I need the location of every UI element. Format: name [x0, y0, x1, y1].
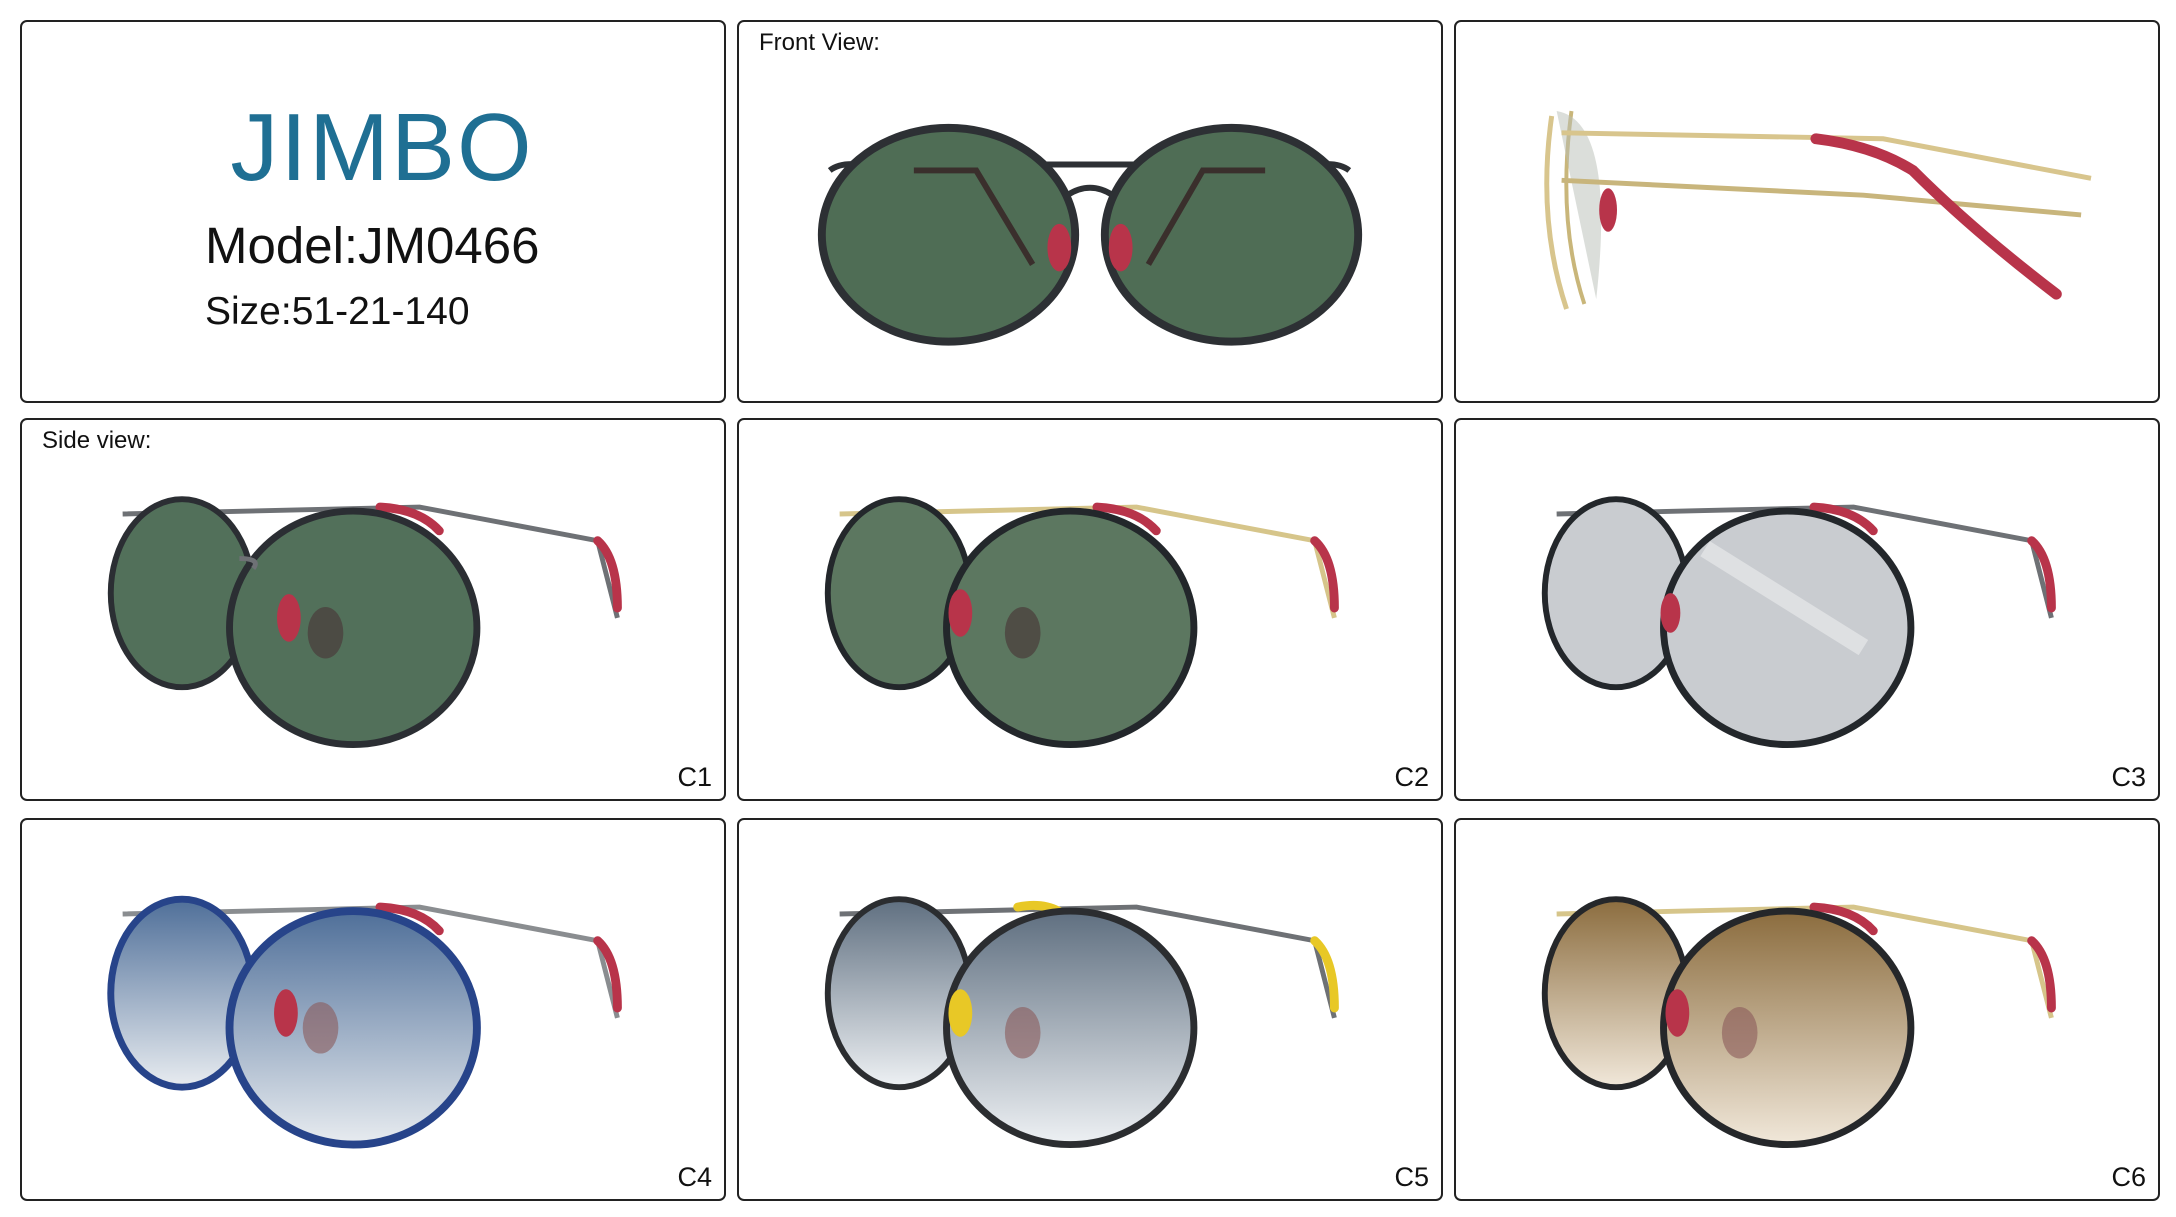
variant-panel-c1: Side view: C1	[20, 418, 726, 801]
model-number: Model:JM0466	[205, 217, 540, 274]
sunglasses-image-c3	[1541, 496, 2056, 749]
info-panel: JIMBO Model:JM0466 Size:51-21-140	[20, 20, 726, 403]
sunglasses-image-c1	[107, 496, 622, 749]
sunglasses-image-c6	[1541, 896, 2056, 1149]
color-code-c3: C3	[2111, 762, 2146, 792]
sunglasses-image-c2	[824, 496, 1339, 749]
side-profile-sunglasses-image	[1544, 110, 2092, 310]
side-profile-panel	[1454, 20, 2160, 403]
frame-size: Size:51-21-140	[205, 290, 470, 333]
color-code-c1: C1	[677, 762, 712, 792]
variant-panel-c6: C6	[1454, 818, 2160, 1201]
variant-panel-c3: C3	[1454, 418, 2160, 801]
color-code-c2: C2	[1394, 762, 1429, 792]
brand-logo-text: JIMBO	[232, 94, 532, 201]
front-view-label: Front View:	[759, 29, 880, 56]
side-view-label: Side view:	[42, 427, 152, 454]
color-code-c5: C5	[1394, 1162, 1429, 1192]
variant-panel-c2: C2	[737, 418, 1443, 801]
sunglasses-image-c4	[107, 895, 622, 1149]
color-code-c6: C6	[2111, 1162, 2146, 1192]
color-code-c4: C4	[677, 1162, 712, 1192]
variant-panel-c5: C5	[737, 818, 1443, 1201]
sunglasses-image-c5	[824, 896, 1339, 1149]
variant-panel-c4: C4	[20, 818, 726, 1201]
front-view-sunglasses-image	[817, 123, 1363, 346]
brand-logo: JIMBO	[232, 94, 532, 201]
front-view-panel: Front View:	[737, 20, 1443, 403]
